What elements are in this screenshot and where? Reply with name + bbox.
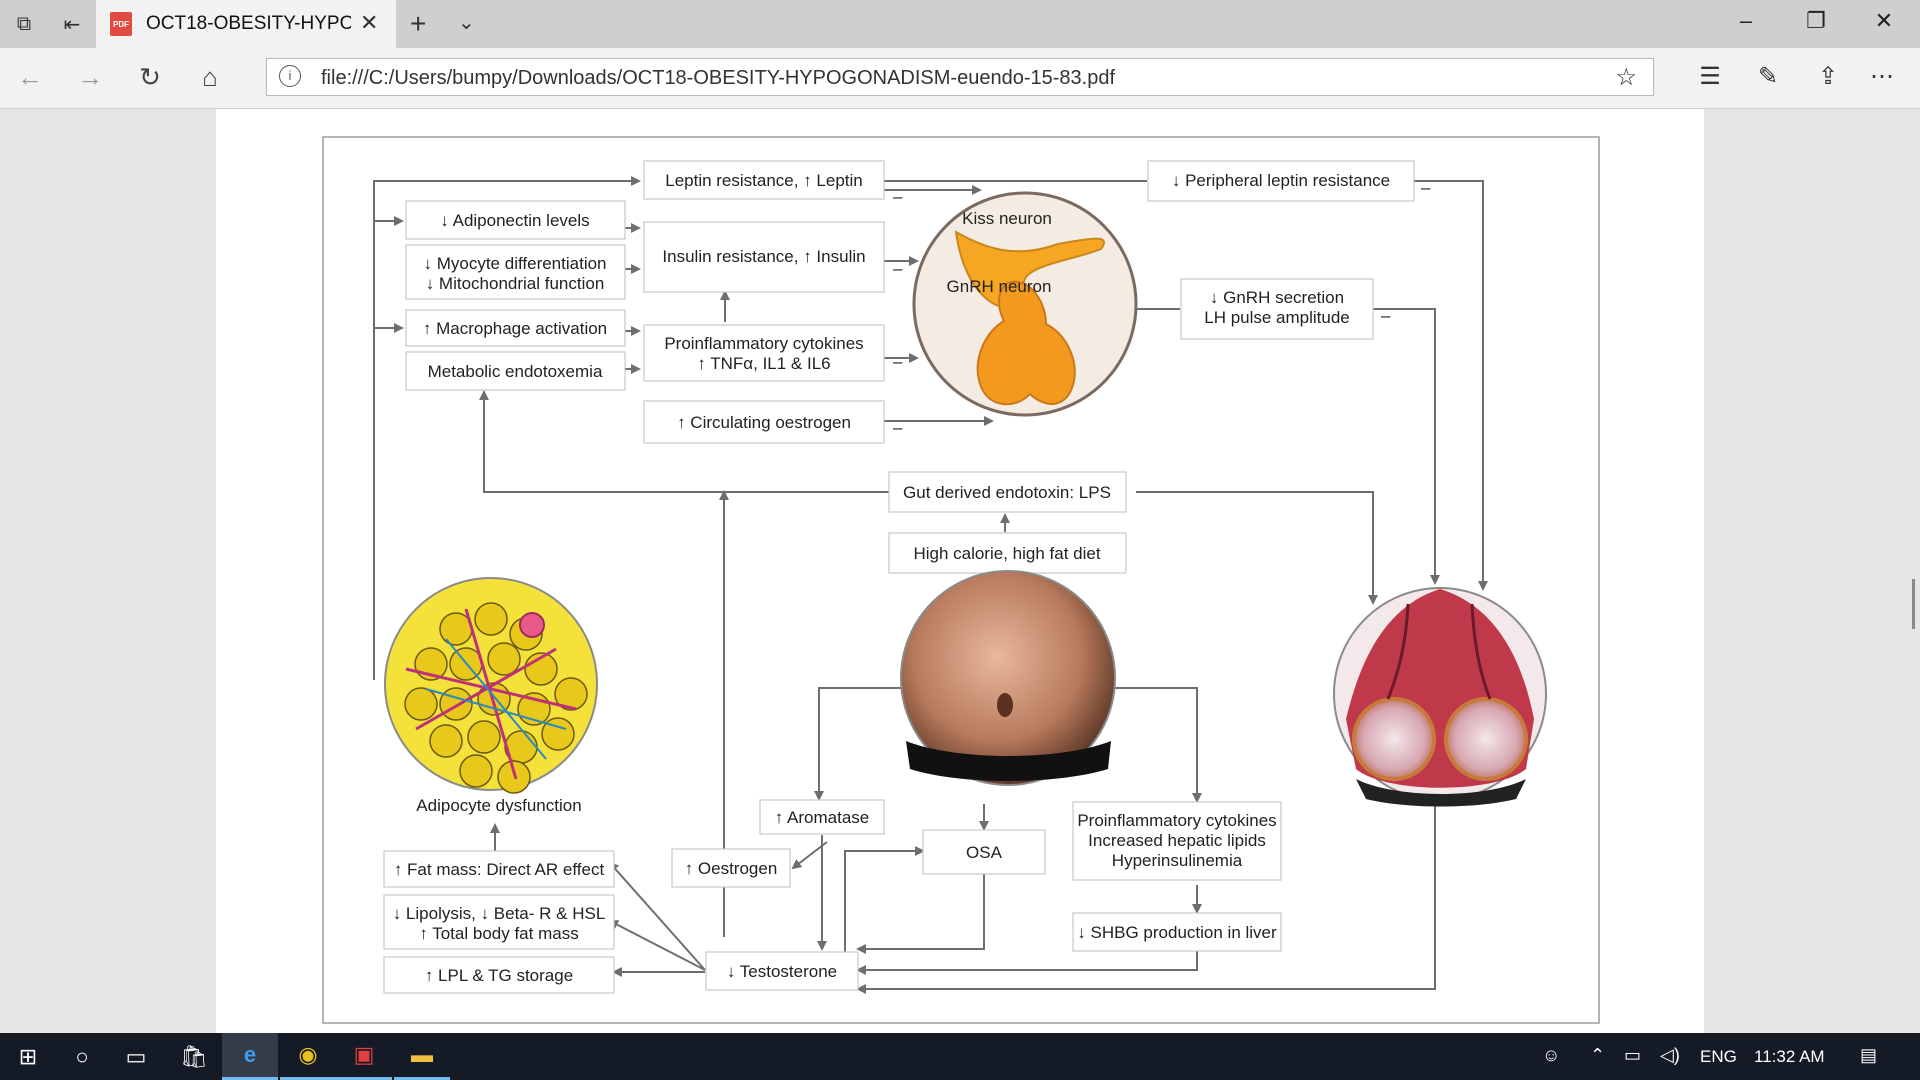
lipolysis-line1: ↓ Lipolysis, ↓ Beta- R & HSL [393, 904, 606, 923]
scrollbar[interactable] [1912, 579, 1915, 629]
belly-illustration [900, 570, 1116, 786]
chevron-down-icon[interactable]: ⌄ [458, 12, 475, 34]
tab-preview-icon[interactable]: ⇤ [63, 13, 81, 36]
chevron-up-icon[interactable]: ⌃ [1590, 1045, 1606, 1065]
address-bar: ← → ↻ ⌂ i file:///C:/Users/bumpy/Downloa… [0, 48, 1920, 109]
tab-bar: ⧉ ⇤ PDF OCT18-OBESITY-HYPOGONADISM-euend… [0, 0, 1920, 48]
oestrogen-circ-box: ↑ Circulating oestrogen [677, 413, 851, 432]
oestrogen-box: ↑ Oestrogen [685, 859, 778, 878]
gnrh-secretion-line2: LH pulse amplitude [1204, 308, 1350, 327]
liver-line2: Increased hepatic lipids [1088, 831, 1266, 850]
forward-icon[interactable]: → [77, 62, 103, 92]
store-icon[interactable]: 🛍 [180, 1043, 208, 1069]
url-field[interactable]: i file:///C:/Users/bumpy/Downloads/OCT18… [266, 58, 1654, 96]
inhibit-mark: – [1381, 306, 1391, 325]
osa-box: OSA [966, 843, 1003, 862]
tab-title: OCT18-OBESITY-HYPOGONADISM-euendo-15-83.… [146, 13, 351, 34]
notification-icon[interactable]: ▤ [1860, 1045, 1878, 1065]
inhibit-mark: – [893, 187, 903, 206]
close-window-icon[interactable]: ✕ [1874, 8, 1894, 33]
kiss-neuron-label: Kiss neuron [962, 209, 1052, 228]
myocyte-line2: ↓ Mitochondrial function [426, 274, 605, 293]
restore-icon[interactable]: ❐ [1806, 8, 1826, 33]
inhibit-mark: – [1421, 178, 1431, 197]
home-icon[interactable]: ⌂ [202, 62, 218, 92]
liver-line1: Proinflammatory cytokines [1077, 811, 1276, 830]
lipolysis-line2: ↑ Total body fat mass [419, 924, 578, 943]
figure-frame [322, 136, 1600, 1024]
inhibit-mark: – [893, 352, 903, 371]
people-icon[interactable]: ☺ [1542, 1045, 1561, 1065]
pen-icon[interactable]: ✎ [1757, 63, 1779, 90]
lpl-box: ↑ LPL & TG storage [425, 966, 573, 985]
file-explorer-icon[interactable]: ▬ [394, 1033, 450, 1080]
tab-pdf[interactable]: PDF OCT18-OBESITY-HYPOGONADISM-euendo-15… [96, 0, 396, 48]
task-view-icon[interactable]: ▭ [125, 1043, 147, 1069]
myocyte-line1: ↓ Myocyte differentiation [424, 254, 607, 273]
volume-icon[interactable]: ◁) [1660, 1045, 1680, 1065]
hypogonadism-diagram: – – – – – – Leptin resistance, ↑ Leptin … [322, 136, 1600, 1024]
pdf-icon: PDF [110, 12, 132, 36]
chrome-icon[interactable]: ◉ [280, 1033, 336, 1080]
endotoxemia-box: Metabolic endotoxemia [428, 362, 603, 381]
more-icon[interactable]: ⋯ [1870, 63, 1894, 90]
back-icon[interactable]: ← [17, 62, 43, 92]
connectors [373, 176, 1488, 994]
cortana-icon[interactable]: ○ [75, 1043, 89, 1069]
macrophage-box: ↑ Macrophage activation [423, 319, 607, 338]
liver-line3: Hyperinsulinemia [1112, 851, 1243, 870]
adipocyte-illustration [384, 577, 598, 794]
gnrh-neuron-label: GnRH neuron [947, 277, 1052, 296]
shbg-box: ↓ SHBG production in liver [1077, 923, 1277, 942]
testes-illustration [1333, 587, 1547, 807]
language-indicator[interactable]: ENG [1700, 1047, 1737, 1066]
adipocyte-label: Adipocyte dysfunction [416, 796, 581, 815]
leptin-box: Leptin resistance, ↑ Leptin [665, 171, 863, 190]
share-icon[interactable]: ⇪ [1817, 63, 1839, 90]
inhibit-mark: – [893, 418, 903, 437]
aromatase-box: ↑ Aromatase [775, 808, 870, 827]
hypothalamus-illustration: Kiss neuron GnRH neuron [912, 191, 1138, 417]
clock[interactable]: 11:32 AM [1754, 1047, 1825, 1066]
edge-icon[interactable]: e [222, 1033, 278, 1080]
pdf-viewer[interactable]: – – – – – – Leptin resistance, ↑ Leptin … [0, 109, 1920, 1033]
gnrh-secretion-line1: ↓ GnRH secretion [1210, 288, 1344, 307]
refresh-icon[interactable]: ↻ [139, 62, 161, 92]
adiponectin-box: ↓ Adiponectin levels [440, 211, 589, 230]
close-icon[interactable]: ✕ [360, 10, 379, 35]
info-icon[interactable]: i [279, 65, 301, 87]
testosterone-box: ↓ Testosterone [727, 962, 837, 981]
star-icon[interactable]: ☆ [1615, 64, 1637, 91]
peripheral-leptin-box: ↓ Peripheral leptin resistance [1172, 171, 1390, 190]
gut-endotoxin-box: Gut derived endotoxin: LPS [903, 483, 1111, 502]
minimize-icon[interactable]: – [1739, 8, 1753, 33]
diet-box: High calorie, high fat diet [913, 544, 1100, 563]
cytokines-line1: Proinflammatory cytokines [664, 334, 863, 353]
windows-icon[interactable]: ⊞ [18, 1043, 38, 1069]
taskbar: ⊞ ○ ▭ 🛍 e ◉ ▣ ▬ ☺ ⌃ ▭ ◁) ENG 11:32 AM ▤ [0, 1033, 1920, 1080]
acrobat-icon[interactable]: ▣ [336, 1033, 392, 1080]
tab-set-aside-icon[interactable]: ⧉ [16, 12, 32, 35]
inhibit-mark: – [893, 259, 903, 278]
plus-icon[interactable]: + [410, 8, 427, 39]
url-text[interactable]: file:///C:/Users/bumpy/Downloads/OCT18-O… [321, 67, 1116, 89]
pdf-page: – – – – – – Leptin resistance, ↑ Leptin … [216, 109, 1704, 1033]
favorites-icon[interactable]: ☰ [1699, 63, 1721, 90]
fat-mass-box: ↑ Fat mass: Direct AR effect [394, 860, 605, 879]
insulin-box: Insulin resistance, ↑ Insulin [662, 247, 865, 266]
cytokines-line2: ↑ TNFα, IL1 & IL6 [697, 354, 830, 373]
network-icon[interactable]: ▭ [1624, 1045, 1642, 1065]
